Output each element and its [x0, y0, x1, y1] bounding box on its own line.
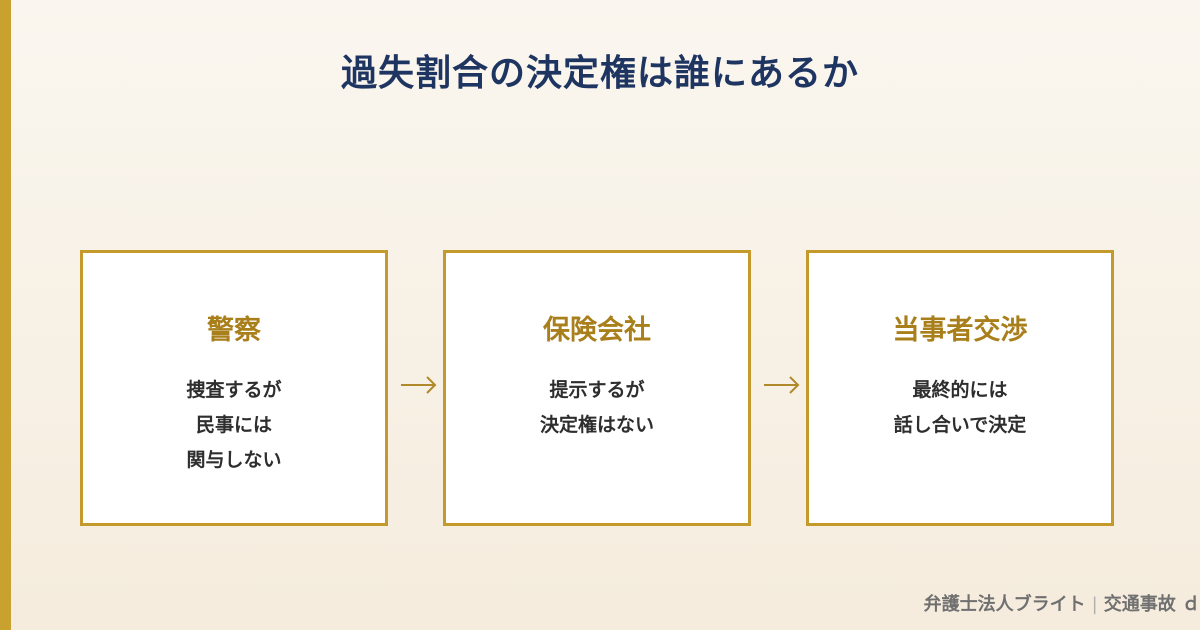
footer-brand: 弁護士法人ブライト — [923, 594, 1086, 615]
card-line: 最終的には — [912, 379, 1008, 401]
card-body: 最終的には 話し合いで決定 — [809, 373, 1111, 443]
card-police: 警察 捜査するが 民事には 関与しない — [80, 250, 388, 526]
card-title: 当事者交渉 — [892, 315, 1028, 346]
card-title: 警察 — [207, 315, 261, 346]
arrow-right-icon — [401, 376, 437, 394]
arrow-right-icon — [764, 376, 800, 394]
footer-credit: 弁護士法人ブライト|交通事故 ｄ — [924, 590, 1200, 616]
card-title: 保険会社 — [543, 315, 651, 346]
footer-topic: 交通事故 ｄ — [1103, 594, 1200, 615]
card-body: 提示するが 決定権はない — [446, 373, 748, 443]
footer-separator: | — [1091, 594, 1098, 615]
card-insurance: 保険会社 提示するが 決定権はない — [443, 250, 751, 526]
card-body: 捜査するが 民事には 関与しない — [83, 373, 385, 478]
card-line: 捜査するが — [186, 379, 282, 401]
left-accent-bar — [0, 0, 11, 630]
card-line: 関与しない — [186, 449, 282, 471]
card-line: 決定権はない — [539, 414, 654, 436]
card-negotiation: 当事者交渉 最終的には 話し合いで決定 — [806, 250, 1114, 526]
card-line: 民事には — [195, 414, 272, 436]
card-line: 提示するが — [549, 379, 645, 401]
card-line: 話し合いで決定 — [893, 414, 1027, 436]
page-title: 過失割合の決定権は誰にあるか — [340, 53, 859, 94]
